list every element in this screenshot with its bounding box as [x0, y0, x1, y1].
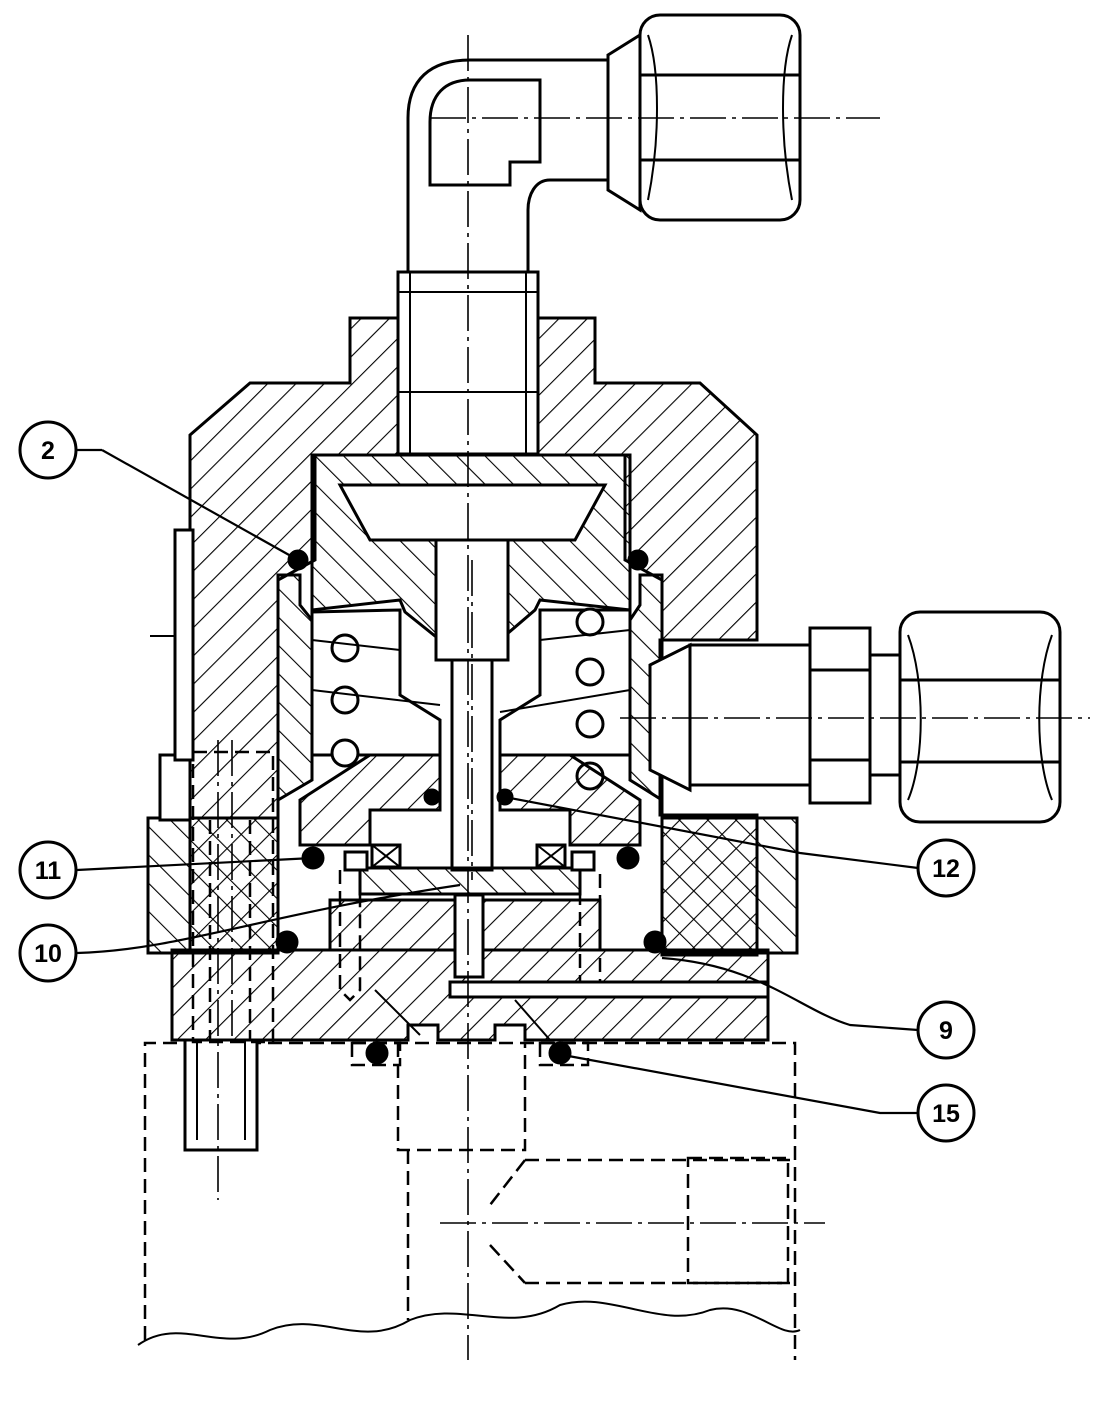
callout-10: 10: [18, 883, 461, 983]
callout-15: 15: [562, 1053, 976, 1143]
right-side-fitting: [620, 610, 1090, 824]
callout-11: 11: [18, 840, 314, 900]
mounting-block-hidden: [137, 1041, 825, 1360]
callout-label-15: 15: [932, 1100, 960, 1128]
top-elbow-fitting: [396, 13, 880, 456]
seat-disc: [328, 843, 770, 1041]
callout-label-10: 10: [34, 940, 62, 968]
callout-2: 2: [18, 420, 299, 561]
callout-label-9: 9: [939, 1017, 953, 1045]
piston-assembly: [276, 453, 664, 880]
hidden-bolt-holes: [191, 740, 275, 1044]
callout-9: 9: [661, 956, 976, 1060]
callout-label-2: 2: [41, 437, 55, 465]
callout-label-11: 11: [35, 857, 62, 885]
callout-12: 12: [504, 795, 976, 898]
callout-label-12: 12: [932, 855, 960, 883]
